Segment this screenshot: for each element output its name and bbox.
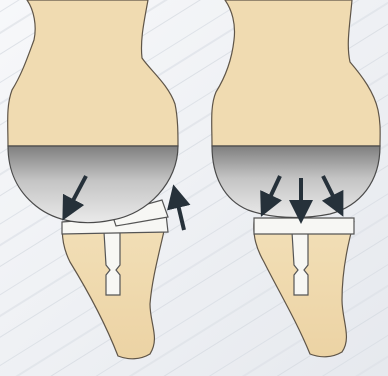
tray-stem-right — [292, 232, 308, 295]
tray-stem-left — [104, 232, 120, 295]
insert-right — [254, 218, 354, 234]
